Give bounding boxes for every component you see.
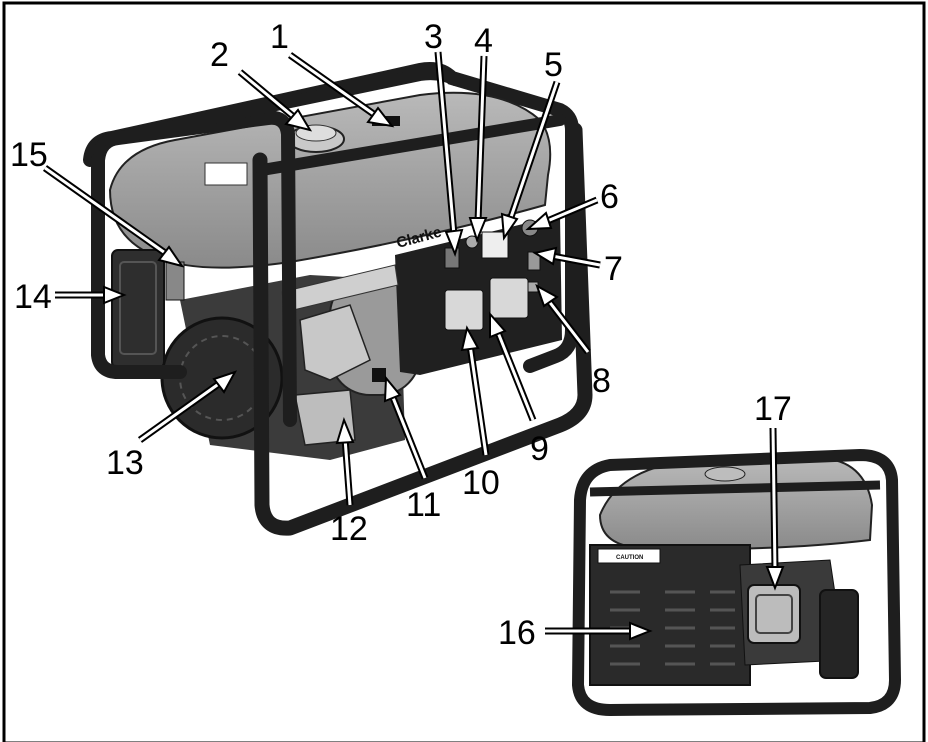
arrow-4 <box>468 55 488 243</box>
arrow-5 <box>500 80 561 241</box>
inset-frame <box>572 449 901 716</box>
callout-17: 17 <box>754 390 792 428</box>
frame-side-rail <box>256 114 566 176</box>
arrow-8 <box>535 283 591 355</box>
callout-2: 2 <box>210 36 229 74</box>
callout-6: 6 <box>600 178 619 216</box>
callout-13: 13 <box>106 444 144 482</box>
rear-view-illustration: CAUTION <box>572 449 901 716</box>
callout-10: 10 <box>462 464 500 502</box>
callout-11: 11 <box>406 486 441 524</box>
arrow-13 <box>137 370 238 443</box>
callout-arrows <box>42 51 785 641</box>
inset-rear-panel <box>589 544 751 686</box>
inset-fuel-cap <box>704 466 746 482</box>
callout-8: 8 <box>592 362 611 400</box>
callout-3: 3 <box>424 18 443 56</box>
inset-air-filter <box>819 589 859 679</box>
arrow-10 <box>460 325 490 456</box>
arrow-17 <box>765 427 785 591</box>
callout-labels: 1 2 3 4 5 6 7 8 9 10 11 12 13 14 15 16 1… <box>10 18 792 652</box>
arrow-1 <box>287 52 395 128</box>
callout-9: 9 <box>530 430 549 468</box>
arrow-2 <box>237 69 313 132</box>
tank-decal <box>204 162 248 186</box>
callout-1: 1 <box>270 18 289 56</box>
arrow-11 <box>383 375 429 480</box>
socket-right <box>489 277 529 319</box>
arrow-3 <box>434 51 464 258</box>
frame-front-lower <box>91 153 187 379</box>
arrow-6 <box>525 196 599 231</box>
callout-4: 4 <box>474 22 493 60</box>
callout-12: 12 <box>330 510 368 548</box>
arrow-16 <box>545 621 653 641</box>
arrow-15 <box>42 165 185 268</box>
callout-16: 16 <box>498 614 536 652</box>
main-generator-illustration: Clarke <box>83 62 593 536</box>
arrow-12 <box>335 417 355 506</box>
carburettor <box>299 304 371 381</box>
arrow-7 <box>532 246 601 269</box>
arrow-14 <box>55 285 127 305</box>
dc-breaker <box>465 235 479 249</box>
inset-caution-text: CAUTION <box>616 555 643 561</box>
socket-left <box>444 289 484 331</box>
callout-7: 7 <box>604 250 623 288</box>
dc-terminals <box>527 251 541 271</box>
choke-lever <box>165 261 185 301</box>
frame-front <box>91 110 297 427</box>
arrow-9 <box>489 311 537 422</box>
callout-5: 5 <box>544 46 563 84</box>
callout-14: 14 <box>14 278 52 316</box>
inset-caution-label <box>597 548 661 564</box>
oil-drain-plug <box>372 368 386 382</box>
callout-15: 15 <box>10 136 48 174</box>
